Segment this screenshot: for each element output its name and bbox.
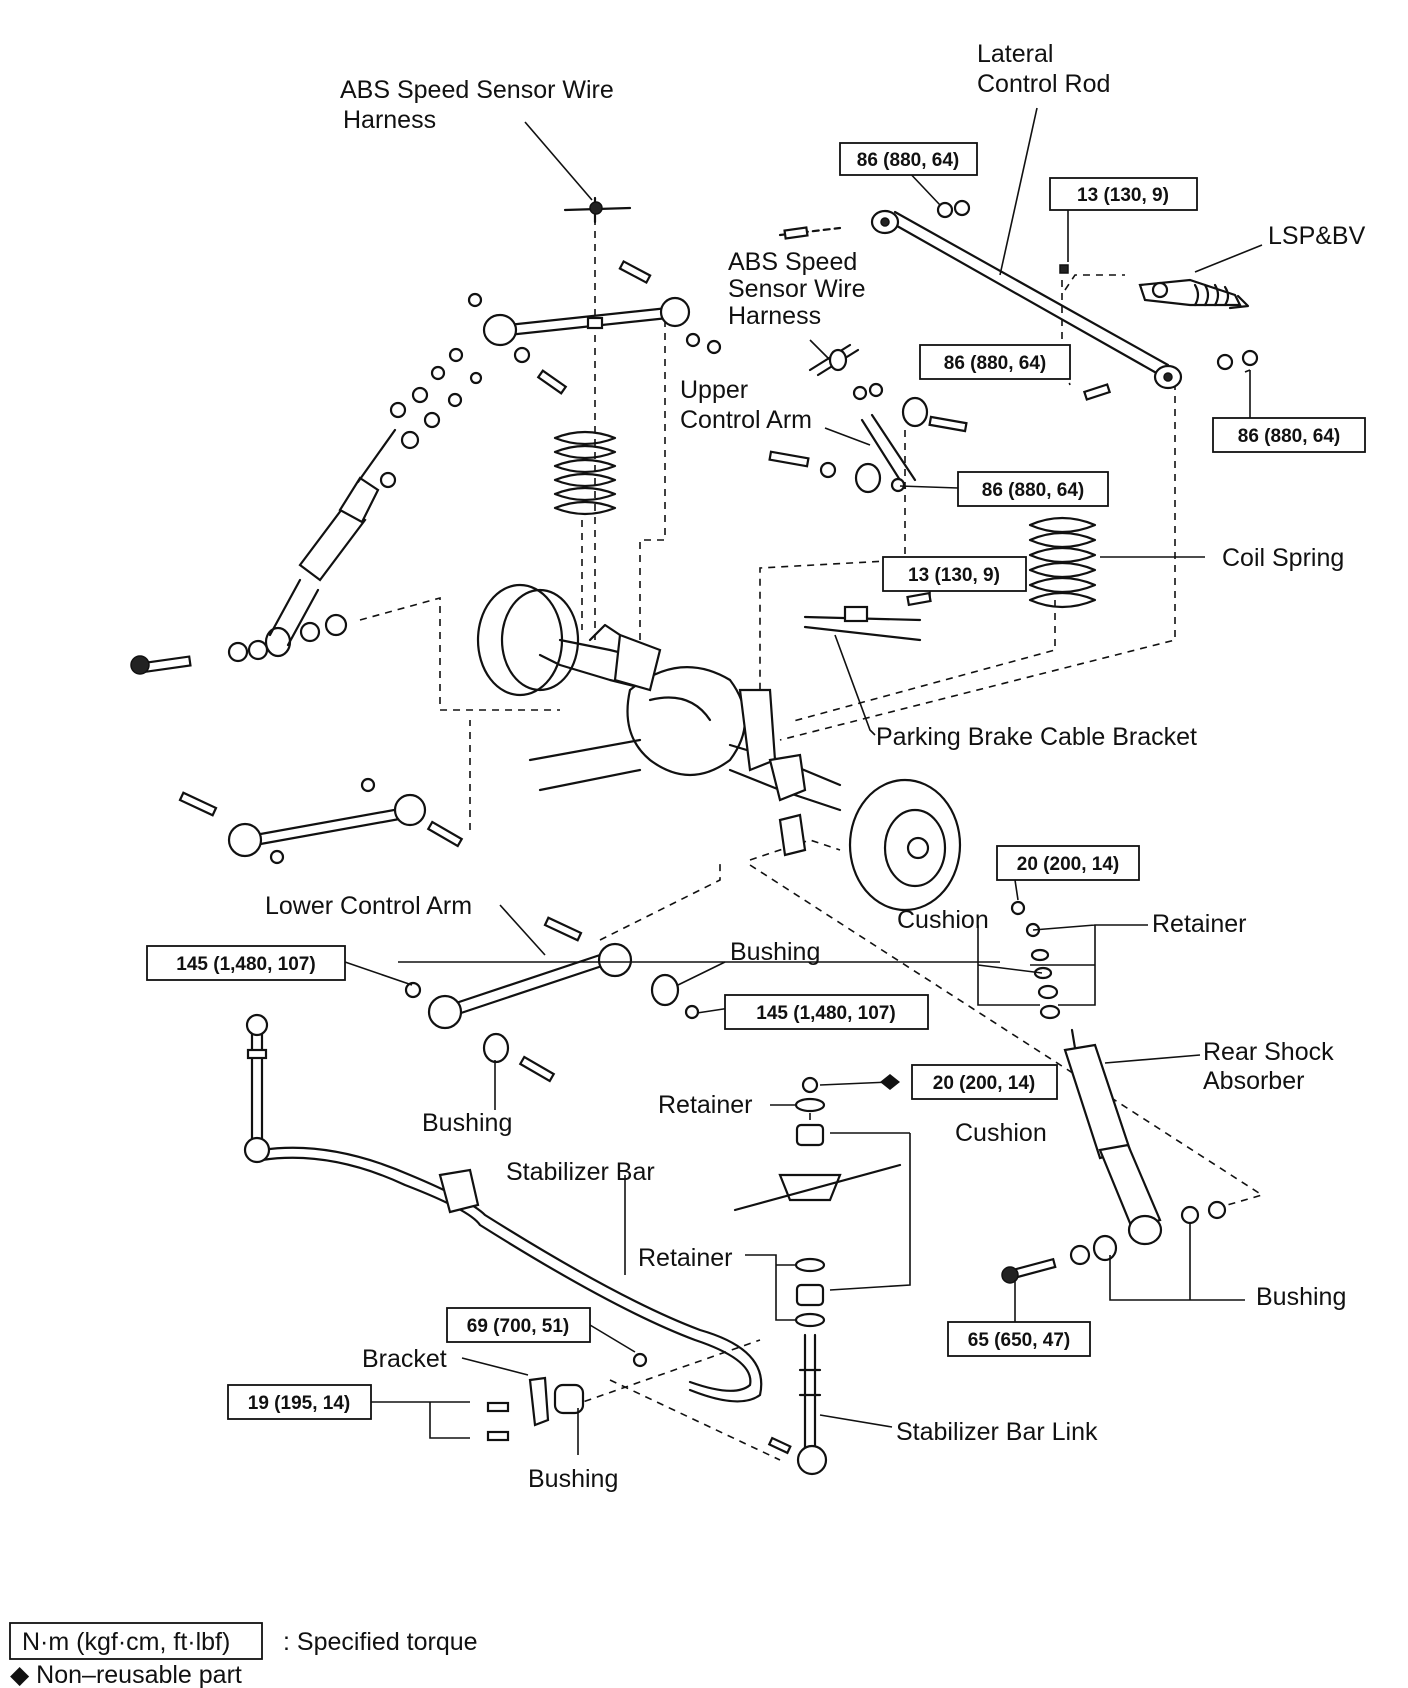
rear-shock-absorber-part [1001,900,1227,1284]
label-rear-shock-absorber-1: Rear Shock [1203,1038,1334,1066]
coil-spring-right [1028,516,1097,609]
label-abs-harness-top-2: Harness [343,106,436,134]
label-coil-spring: Coil Spring [1222,544,1344,572]
label-stabilizer-bar: Stabilizer Bar [506,1158,655,1186]
upper-control-arm-left [467,196,722,395]
torque-box-lower-arm-left: 145 (1,480, 107) [146,945,346,981]
label-parking-brake-cable-bracket: Parking Brake Cable Bracket [876,723,1197,751]
lower-control-arm-rear [178,777,464,865]
legend-nonreusable: ◆ Non–reusable part [10,1661,242,1688]
label-lateral-control-rod-2: Control Rod [977,70,1110,98]
torque-box-upper-arm-rear: 86 (880, 64) [919,344,1071,380]
leader-lines [344,107,1263,1455]
assembly-dashed-lines [359,205,1264,1461]
left-shock-absorber [130,347,483,675]
parking-brake-bracket-part [803,591,932,642]
torque-specs: 86 (880, 64) 13 (130, 9) 86 (880, 64) 86… [146,142,1366,1420]
label-bushing-lca-right: Bushing [730,938,820,966]
stabilizer-link-parts [733,1076,902,1476]
stabilizer-bar-part [243,1013,763,1442]
label-retainer-upper: Retainer [1152,910,1247,938]
label-bushing-lca-left: Bushing [422,1109,512,1137]
legend: N·m (kgf·cm, ft·lbf) : Specified torque … [9,1622,478,1688]
label-cushion-upper: Cushion [897,906,989,934]
label-upper-control-arm-1: Upper [680,376,748,404]
legend-torque-units: N·m (kgf·cm, ft·lbf) [22,1628,230,1656]
legend-torque-box [9,1622,263,1660]
label-bushing-shock: Bushing [1256,1283,1346,1311]
torque-box-parking-bracket: 13 (130, 9) [882,556,1027,592]
torque-upper-arm-front: 86 (880, 64) [982,480,1084,501]
label-abs-harness-mid-1: ABS Speed [728,248,857,276]
coil-spring-left [553,430,617,516]
upper-control-arm-right [768,343,968,494]
label-lsp-bv: LSP&BV [1268,222,1366,250]
nonreusable-diamond-icon [880,1074,900,1090]
torque-lower-arm-right: 145 (1,480, 107) [756,1003,895,1024]
label-retainer-link-upper: Retainer [658,1091,753,1119]
torque-shock-top: 20 (200, 14) [1017,854,1119,875]
torque-shock-bottom: 65 (650, 47) [968,1330,1070,1351]
torque-lower-arm-left: 145 (1,480, 107) [176,954,315,975]
label-retainer-link-lower: Retainer [638,1244,733,1272]
torque-box-shock-top: 20 (200, 14) [996,845,1140,881]
label-abs-harness-top-1: ABS Speed Sensor Wire [340,76,614,104]
torque-box-lsp-bolt: 13 (130, 9) [1049,177,1198,211]
lower-control-arm-front [404,916,700,1083]
legend-torque-desc: : Specified torque [283,1628,478,1656]
torque-lsp-bolt: 13 (130, 9) [1077,185,1169,206]
label-stabilizer-bar-link: Stabilizer Bar Link [896,1418,1098,1446]
label-abs-harness-mid-3: Harness [728,302,821,330]
lateral-control-rod [778,199,1259,401]
rear-axle-housing [476,583,962,912]
torque-box-lat-rod-front: 86 (880, 64) [839,142,978,176]
torque-lat-rod-front: 86 (880, 64) [857,150,959,171]
labels: Lateral Control Rod ABS Speed Sensor Wir… [265,40,1366,1493]
torque-box-lower-arm-right: 145 (1,480, 107) [724,994,929,1030]
torque-box-upper-arm-front: 86 (880, 64) [957,471,1109,507]
label-rear-shock-absorber-2: Absorber [1203,1067,1304,1095]
torque-upper-arm-rear: 86 (880, 64) [944,353,1046,374]
torque-box-shock-bottom: 65 (650, 47) [947,1321,1091,1357]
label-cushion-link: Cushion [955,1119,1047,1147]
torque-parking-bracket: 13 (130, 9) [908,565,1000,586]
label-lower-control-arm: Lower Control Arm [265,892,472,920]
torque-link-top: 20 (200, 14) [933,1073,1035,1094]
label-lateral-control-rod-1: Lateral [977,40,1053,68]
lsp-bv-valve [1059,264,1250,310]
label-abs-harness-mid-2: Sensor Wire [728,275,866,303]
torque-box-lat-rod-rear: 86 (880, 64) [1212,417,1366,453]
torque-bracket-bolts: 19 (195, 14) [248,1393,350,1414]
label-bushing-stab: Bushing [528,1465,618,1493]
torque-stab-bar-nut: 69 (700, 51) [467,1316,569,1337]
torque-box-stab-bar-nut: 69 (700, 51) [446,1307,591,1343]
label-bracket: Bracket [362,1345,447,1373]
label-upper-control-arm-2: Control Arm [680,406,812,434]
torque-box-link-top: 20 (200, 14) [880,1064,1058,1100]
torque-lat-rod-rear: 86 (880, 64) [1238,426,1340,447]
torque-box-bracket-bolts: 19 (195, 14) [227,1384,372,1420]
